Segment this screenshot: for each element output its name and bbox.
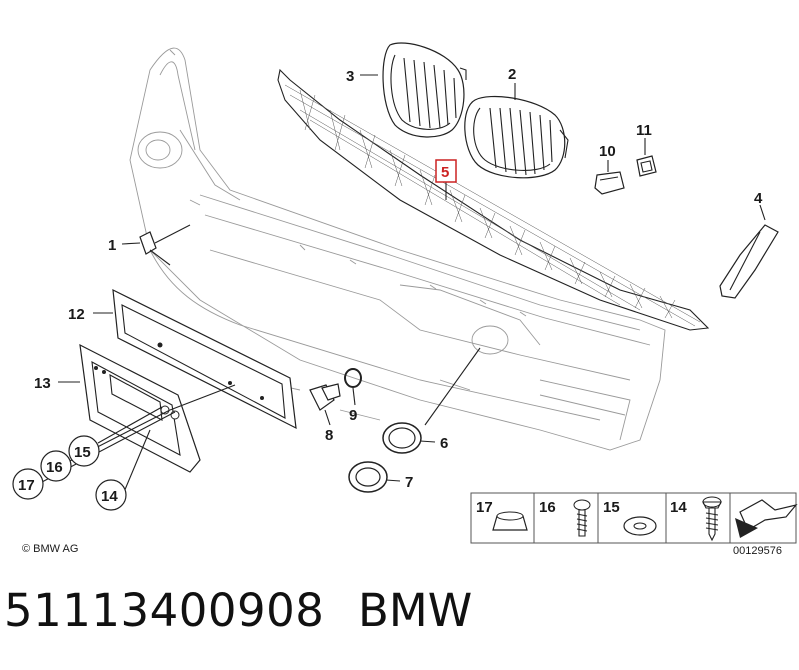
self-tapping-screw-icon [702,496,722,542]
callout-11: 11 [636,122,652,139]
grille-mesh-part-5 [277,68,710,331]
copyright-text: © BMW AG [22,543,78,555]
callout-13: 13 [34,375,51,392]
callout-12: 12 [68,306,85,323]
callout-9: 9 [349,407,357,424]
callout-5-highlight-box [435,159,457,183]
brand-name: BMW [358,584,473,637]
license-plate-holder-part-13 [79,343,201,473]
callout-5: 5 [441,164,449,181]
bumper-outline [129,47,666,451]
side-trim-part-4 [719,224,779,299]
legend-label-17: 17 [476,499,493,516]
ring-part-6 [382,422,422,454]
callout-14: 14 [101,488,118,505]
legend-label-14: 14 [670,499,687,516]
callout-6: 6 [440,435,448,452]
parts-diagram: 1 2 3 4 5 6 7 8 9 10 11 12 13 14 15 16 1… [12,42,798,557]
callout-labels: 1 2 3 4 5 6 7 8 9 10 11 12 13 14 15 16 1… [12,66,763,511]
license-plate-base-part-12 [112,288,297,430]
fastener-legend: 17 16 15 14 [470,492,798,544]
cover-cap-part-10 [594,171,625,195]
part-number: 51113400908 [4,584,325,637]
legend-label-15: 15 [603,499,620,516]
screw-icon [573,499,591,537]
callout-10: 10 [599,143,616,160]
drawing-number: 00129576 [733,545,782,557]
washer-icon [623,516,657,536]
ring-part-9 [344,368,362,388]
callout-4: 4 [754,190,763,207]
callout-2: 2 [508,66,516,83]
callout-3: 3 [346,68,354,85]
cover-frame-part-11 [636,155,657,177]
kidney-grille-part-3 [382,42,467,138]
callout-16: 16 [46,459,63,476]
clip-part-8 [309,383,341,411]
legend-label-16: 16 [539,499,556,516]
callout-8: 8 [325,427,333,444]
small-cover-part-1 [139,231,171,266]
callout-7: 7 [405,474,413,491]
kidney-grille-part-2 [464,95,569,179]
callout-1: 1 [108,237,116,254]
direction-arrow-icon [735,499,798,538]
callout-17: 17 [18,477,35,494]
callout-15: 15 [74,444,91,461]
ring-part-7 [348,461,388,493]
